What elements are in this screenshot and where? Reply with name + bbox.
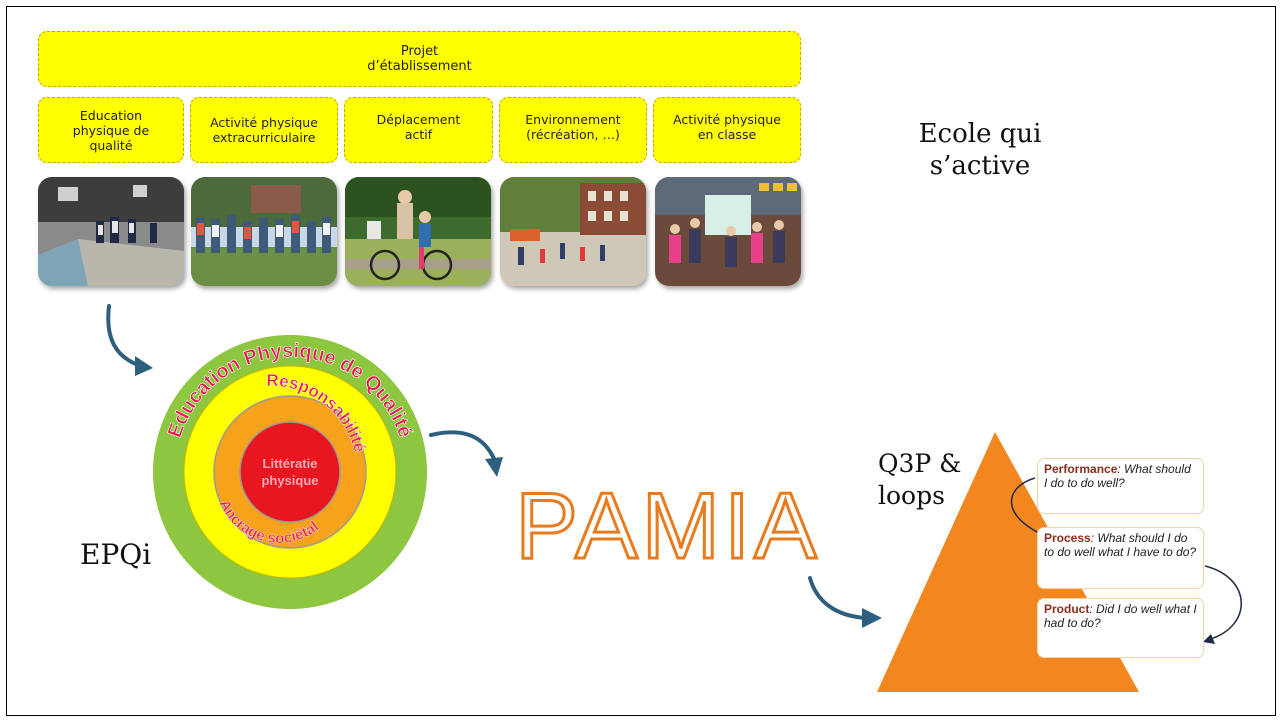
- slide-frame: [6, 6, 1276, 716]
- classroom-photo: [655, 177, 801, 286]
- arrow-to-pyramid: [808, 576, 882, 628]
- card-performance: Performance: What should I do to do well…: [1037, 458, 1204, 514]
- q3p-label: Q3P & loops: [878, 449, 962, 510]
- arrow-to-pamia: [429, 430, 503, 477]
- playground-photo: [500, 177, 646, 286]
- pillar-box-extracurricular: Activité physique extracurriculaire: [190, 97, 338, 163]
- gym-photo: [38, 177, 184, 286]
- card-process-text: : What should I do to do well what I hav…: [1044, 531, 1197, 559]
- ring-core-line2: physique: [261, 473, 318, 488]
- pillar-box-education: Education physique de qualité: [38, 97, 184, 163]
- epqi-rings: Education Physique de Qualité Responsabi…: [153, 335, 427, 609]
- schoolyard-run-photo: [191, 177, 337, 286]
- card-performance-title: Performance: [1044, 462, 1118, 476]
- arrow-to-rings: [106, 304, 153, 376]
- card-process: Process: What should I do to do well wha…: [1037, 527, 1204, 589]
- pillar-box-environnement: Environnement (récréation, …): [499, 97, 647, 163]
- card-process-title: Process: [1044, 531, 1091, 545]
- cycling-photo: [345, 177, 491, 286]
- pillar-box-classe: Activité physique en classe: [653, 97, 801, 163]
- card-product-text: : Did I do well what I had to do?: [1044, 602, 1197, 630]
- epqi-label: EPQi: [80, 538, 152, 571]
- pillar-box-deplacement: Déplacement actif: [344, 97, 493, 163]
- card-product: Product: Did I do well what I had to do?: [1037, 598, 1204, 658]
- ecole-title: Ecole qui s’active: [918, 119, 1042, 181]
- svg-text:PAMIA: PAMIA: [515, 473, 821, 575]
- ring-core-line1: Littératie: [263, 456, 318, 471]
- card-performance-text: : What should I do to do well?: [1044, 462, 1191, 490]
- projet-box: Projet d’établissement: [38, 31, 801, 87]
- pamia-title: PAMIA: [514, 472, 821, 576]
- card-product-title: Product: [1044, 602, 1090, 616]
- ring-red-core: [239, 421, 341, 523]
